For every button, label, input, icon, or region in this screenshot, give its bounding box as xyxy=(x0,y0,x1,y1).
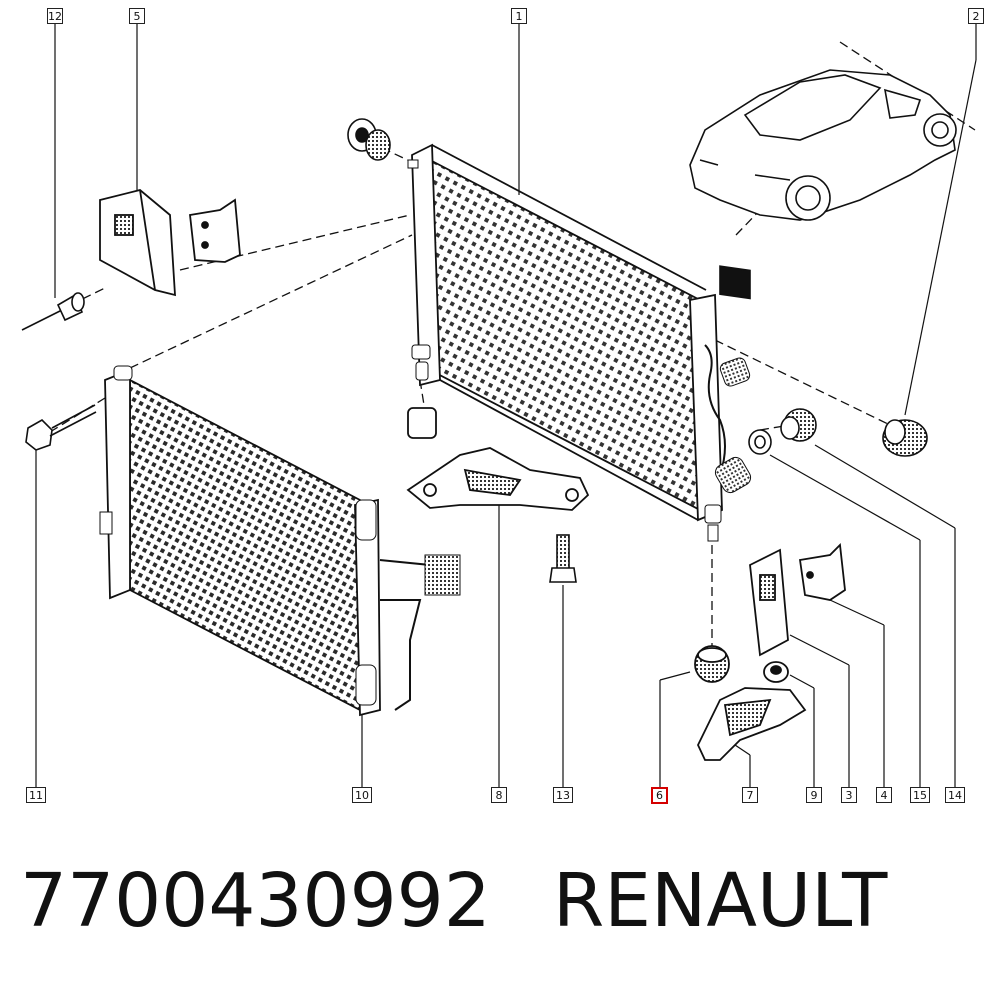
brand-name: RENAULT xyxy=(552,858,888,944)
callout-5: 5 xyxy=(129,8,145,24)
callout-2: 2 xyxy=(968,8,984,24)
callout-7: 7 xyxy=(742,787,758,803)
callout-6-highlighted: 6 xyxy=(651,787,668,804)
callout-8: 8 xyxy=(491,787,507,803)
vehicle-location-illustration xyxy=(689,69,957,300)
callout-12: 12 xyxy=(47,8,63,24)
engine-radiator xyxy=(407,143,752,542)
callout-9: 9 xyxy=(806,787,822,803)
rivet-item-12 xyxy=(21,292,85,331)
ac-condenser xyxy=(99,365,461,717)
bolt-item-13 xyxy=(549,534,577,583)
bolt-item-11 xyxy=(25,404,97,451)
callout-13: 13 xyxy=(553,787,573,803)
lower-bracket-item-8 xyxy=(406,407,590,511)
seal-and-bushing-14-15 xyxy=(748,408,817,455)
brackets-item-3-4 xyxy=(749,543,846,657)
callout-3: 3 xyxy=(841,787,857,803)
exploded-parts-diagram xyxy=(21,24,977,787)
callout-11: 11 xyxy=(26,787,46,803)
lower-mount-item-6-7-9 xyxy=(694,645,807,761)
part-caption: 7700430992 RENAULT xyxy=(20,858,949,944)
part-number: 7700430992 xyxy=(20,858,491,944)
callout-4: 4 xyxy=(876,787,892,803)
bushing-item-2 xyxy=(882,419,928,457)
radiator-top-bushing xyxy=(347,118,391,161)
leader-lines xyxy=(35,24,977,787)
bracket-item-5 xyxy=(99,189,241,297)
callout-15: 15 xyxy=(910,787,930,803)
callout-14: 14 xyxy=(945,787,965,803)
callout-1: 1 xyxy=(511,8,527,24)
callout-10: 10 xyxy=(352,787,372,803)
